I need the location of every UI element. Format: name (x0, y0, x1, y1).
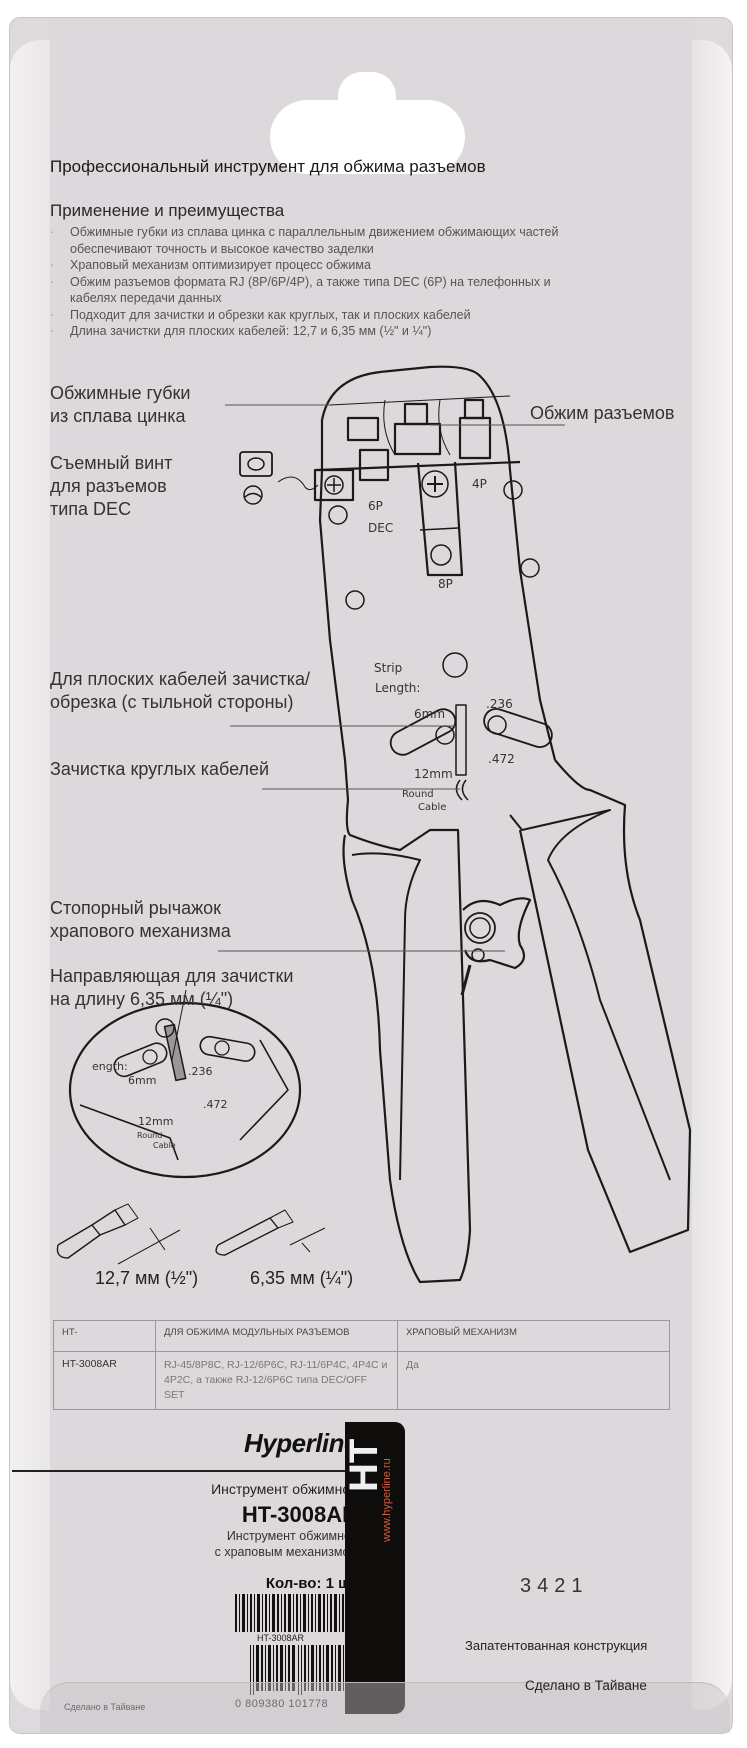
spec-table: HT- ДЛЯ ОБЖИМА МОДУЛЬНЫХ РАЗЪЕМОВ ХРАПОВ… (53, 1320, 670, 1410)
callout-strip-guide: Направляющая для зачистки на длину 6,35 … (50, 966, 294, 1009)
header-compat: ДЛЯ ОБЖИМА МОДУЛЬНЫХ РАЗЪЕМОВ (155, 1320, 398, 1352)
cell-model: HT-3008AR (53, 1351, 156, 1410)
feature-item: Подходит для зачистки и обрезки как круг… (50, 307, 590, 324)
header-ratchet: ХРАПОВЫЙ МЕХАНИЗМ (397, 1320, 670, 1352)
table-row: HT-3008AR RJ-45/8P8C, RJ-12/6P6C, RJ-11/… (53, 1351, 670, 1410)
blister-left-edge (10, 40, 50, 1710)
barcode-sku: HT-3008AR (257, 1633, 305, 1643)
callout-ratchet-lever: Стопорный рычажок храпового механизма (50, 898, 231, 941)
feature-item: Храповый механизм оптимизирует процесс о… (50, 257, 590, 274)
brand-band: HT www.hyperline.ru (342, 1422, 405, 1714)
cell-ratchet: Да (397, 1351, 670, 1410)
feature-item: Обжим разъемов формата RJ (8P/6P/4P), а … (50, 274, 570, 307)
batch-number: 3421 (520, 1575, 589, 1597)
cell-compat: RJ-45/8P8C, RJ-12/6P6C, RJ-11/6P4C, 4P4C… (155, 1351, 398, 1410)
barcode-icon (235, 1594, 352, 1632)
table-header-row: HT- ДЛЯ ОБЖИМА МОДУЛЬНЫХ РАЗЪЕМОВ ХРАПОВ… (53, 1320, 670, 1352)
divider (12, 1470, 357, 1472)
hang-hole (270, 72, 465, 174)
blister-right-edge (692, 40, 732, 1710)
product-label: Hyperline Инструмент обжимной HT-3008AR … (12, 1420, 362, 1730)
brand-url: www.hyperline.ru (381, 1458, 393, 1542)
brand-logo: Hyperline (244, 1428, 359, 1458)
feature-list: Обжимные губки из сплава цинка с паралле… (50, 224, 590, 340)
callout-crimp: Обжим разъемов (530, 403, 675, 423)
product-type: Инструмент обжимной (211, 1481, 358, 1497)
callout-jaws: Обжимные губки из сплава цинка (50, 383, 191, 426)
feature-item: Длина зачистки для плоских кабелей: 12,7… (50, 323, 590, 340)
patent-note: Запатентованная конструкция (465, 1638, 648, 1653)
made-in: Сделано в Тайване (525, 1678, 647, 1693)
ht-logo: HT (342, 1438, 386, 1492)
ean-number: 0 809380 101778 (235, 1698, 329, 1710)
callout-round-strip: Зачистка круглых кабелей (50, 759, 270, 779)
product-model: HT-3008AR (241, 1502, 358, 1527)
product-description: Инструмент обжимной с храповым механизмо… (214, 1529, 358, 1559)
header-model: HT- (53, 1320, 156, 1352)
callout-screw: Съемный винт для разъемов типа DEC (50, 453, 173, 519)
feature-item: Обжимные губки из сплава цинка с паралле… (50, 224, 590, 257)
quantity: Кол-во: 1 шт (265, 1575, 358, 1592)
strip-size-large: 12,7 мм (½") (95, 1268, 199, 1288)
strip-size-small: 6,35 мм (¼") (250, 1268, 354, 1288)
page-title: Профессиональный инструмент для обжима р… (50, 157, 486, 176)
callout-flat-strip: Для плоских кабелей зачистка/ обрезка (с… (50, 669, 311, 712)
section-subtitle: Применение и преимущества (50, 201, 285, 220)
blister-bottom-fold (40, 1682, 730, 1733)
made-in-small: Сделано в Тайване (64, 1702, 146, 1712)
